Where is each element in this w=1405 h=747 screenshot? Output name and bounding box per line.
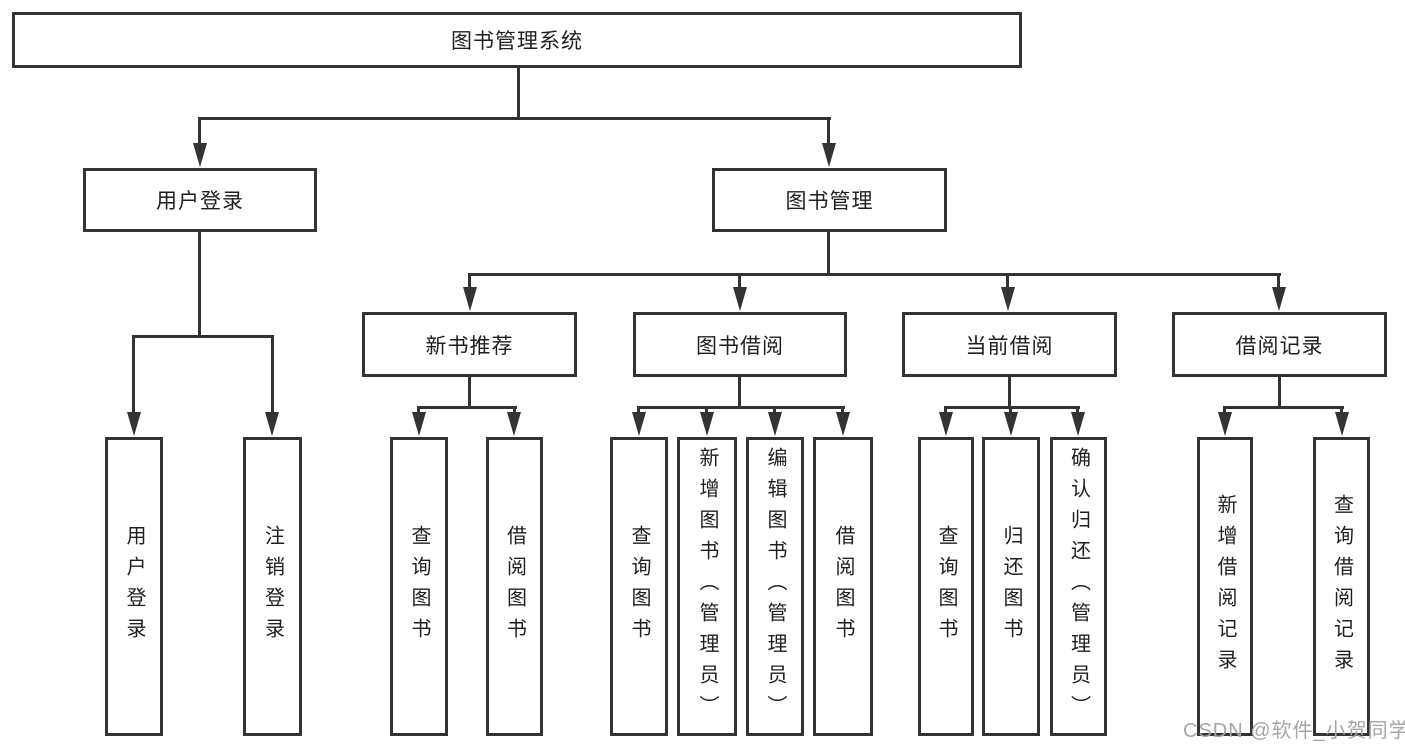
section-arrow-shaft [468,273,471,293]
leaf-connector-line [1224,406,1344,409]
level2-connector-line [198,117,831,120]
node-label: 查询图书 [628,524,650,649]
leaf-query-books: 查询图书 [390,437,448,736]
section-arrow-shaft [738,273,741,293]
book-mgmt-arrow-shaft [827,117,830,147]
arrowhead-down-icon [1004,412,1018,436]
leaf-query-books: 查询图书 [610,437,668,736]
section-stem-line [468,377,471,408]
leaf-return-books: 归还图书 [982,437,1040,736]
book-mgmt-stem-line [827,232,830,276]
node-book-borrow: 图书借阅 [633,312,847,377]
arrowhead-down-icon [1272,287,1286,311]
section-stem-line [1278,377,1281,408]
leaf-query-borrow-record: 查询借阅记录 [1313,437,1370,736]
node-label: 确认归还（管理员） [1067,447,1090,726]
arrowhead-down-icon [463,287,477,311]
arrowhead-down-icon [822,143,836,167]
leaf-borrow-books: 借阅图书 [486,437,543,736]
node-label: 新增借阅记录 [1214,493,1236,680]
user-login-children-connector [133,335,274,338]
arrowhead-down-icon [632,412,646,436]
node-current-borrow: 当前借阅 [902,312,1117,377]
arrowhead-down-icon [265,412,279,436]
arrowhead-down-icon [1001,287,1015,311]
node-label: 归还图书 [1000,524,1022,649]
node-root-system: 图书管理系统 [12,12,1022,68]
leaf-connector-line [638,406,845,409]
root-stem-line [517,68,520,120]
node-label: 注销登录 [261,524,284,649]
node-label: 查询借阅记录 [1330,493,1353,680]
arrowhead-down-icon [768,412,782,436]
leaf-logout: 注销登录 [243,437,302,736]
node-label: 查询图书 [408,524,430,649]
leaf-edit-books-admin: 编辑图书（管理员） [746,437,804,736]
node-new-book-recommend: 新书推荐 [362,312,577,377]
arrowhead-down-icon [507,412,521,436]
level3-connector-line [468,273,1281,276]
leaf-user-login: 用户登录 [105,437,163,736]
leaf-arrow-shaft [271,335,274,415]
node-user-login: 用户登录 [83,168,317,232]
arrowhead-down-icon [1335,412,1349,436]
leaf-borrow-books: 借阅图书 [813,437,873,736]
leaf-arrow-shaft [132,335,135,415]
node-label: 借阅图书 [503,524,526,649]
node-borrow-records: 借阅记录 [1172,312,1387,377]
node-label: 查询图书 [935,524,957,649]
arrowhead-down-icon [733,287,747,311]
leaf-add-books-admin: 新增图书（管理员） [677,437,737,736]
node-book-management: 图书管理 [712,168,947,232]
arrowhead-down-icon [700,412,714,436]
leaf-query-books: 查询图书 [918,437,974,736]
leaf-connector-line [944,406,1080,409]
csdn-watermark: CSDN @软件_小贺同学 [1183,720,1405,742]
arrowhead-down-icon [939,412,953,436]
user-login-stem-line [198,232,201,337]
section-arrow-shaft [1006,273,1009,293]
arrowhead-down-icon [1071,412,1085,436]
node-label: 编辑图书（管理员） [764,447,786,726]
node-label: 新增图书（管理员） [696,447,718,726]
user-login-arrow-shaft [198,117,201,147]
node-label: 借阅图书 [832,524,854,649]
arrowhead-down-icon [193,143,207,167]
arrowhead-down-icon [1218,412,1232,436]
section-arrow-shaft [1277,273,1280,293]
section-stem-line [738,377,741,408]
arrowhead-down-icon [412,412,426,436]
section-stem-line [1008,377,1011,408]
leaf-confirm-return-admin: 确认归还（管理员） [1050,437,1107,736]
arrowhead-down-icon [127,412,141,436]
leaf-add-borrow-record: 新增借阅记录 [1197,437,1253,736]
leaf-connector-line [418,406,517,409]
arrowhead-down-icon [836,412,850,436]
node-label: 用户登录 [123,524,145,649]
